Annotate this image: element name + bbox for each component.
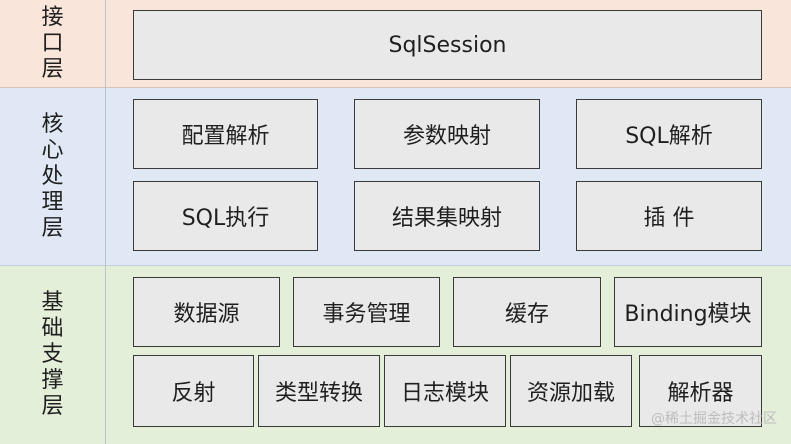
support-layer-label: 基础支撑层 [41, 290, 64, 419]
module-binding: Binding模块 [614, 277, 762, 347]
watermark: @稀土掘金技术社区 [651, 411, 777, 427]
core-layer-label: 核心处理层 [41, 112, 64, 241]
module-resultset-mapping: 结果集映射 [354, 181, 540, 251]
module-parser: 解析器 [639, 355, 762, 427]
module-logging: 日志模块 [384, 355, 506, 427]
module-type-conversion: 类型转换 [258, 355, 380, 427]
module-sqlsession: SqlSession [133, 10, 762, 80]
interface-layer-label: 接口层 [41, 5, 64, 82]
module-reflection: 反射 [133, 355, 254, 427]
label-column-divider [105, 0, 106, 444]
module-transaction-management: 事务管理 [293, 277, 440, 347]
module-config-parsing: 配置解析 [133, 99, 318, 169]
module-sql-execution: SQL执行 [133, 181, 318, 251]
module-parameter-mapping: 参数映射 [354, 99, 540, 169]
module-datasource: 数据源 [133, 277, 280, 347]
module-resource-loading: 资源加载 [510, 355, 632, 427]
module-cache: 缓存 [453, 277, 601, 347]
module-sql-parsing: SQL解析 [576, 99, 762, 169]
module-plugin: 插 件 [576, 181, 762, 251]
